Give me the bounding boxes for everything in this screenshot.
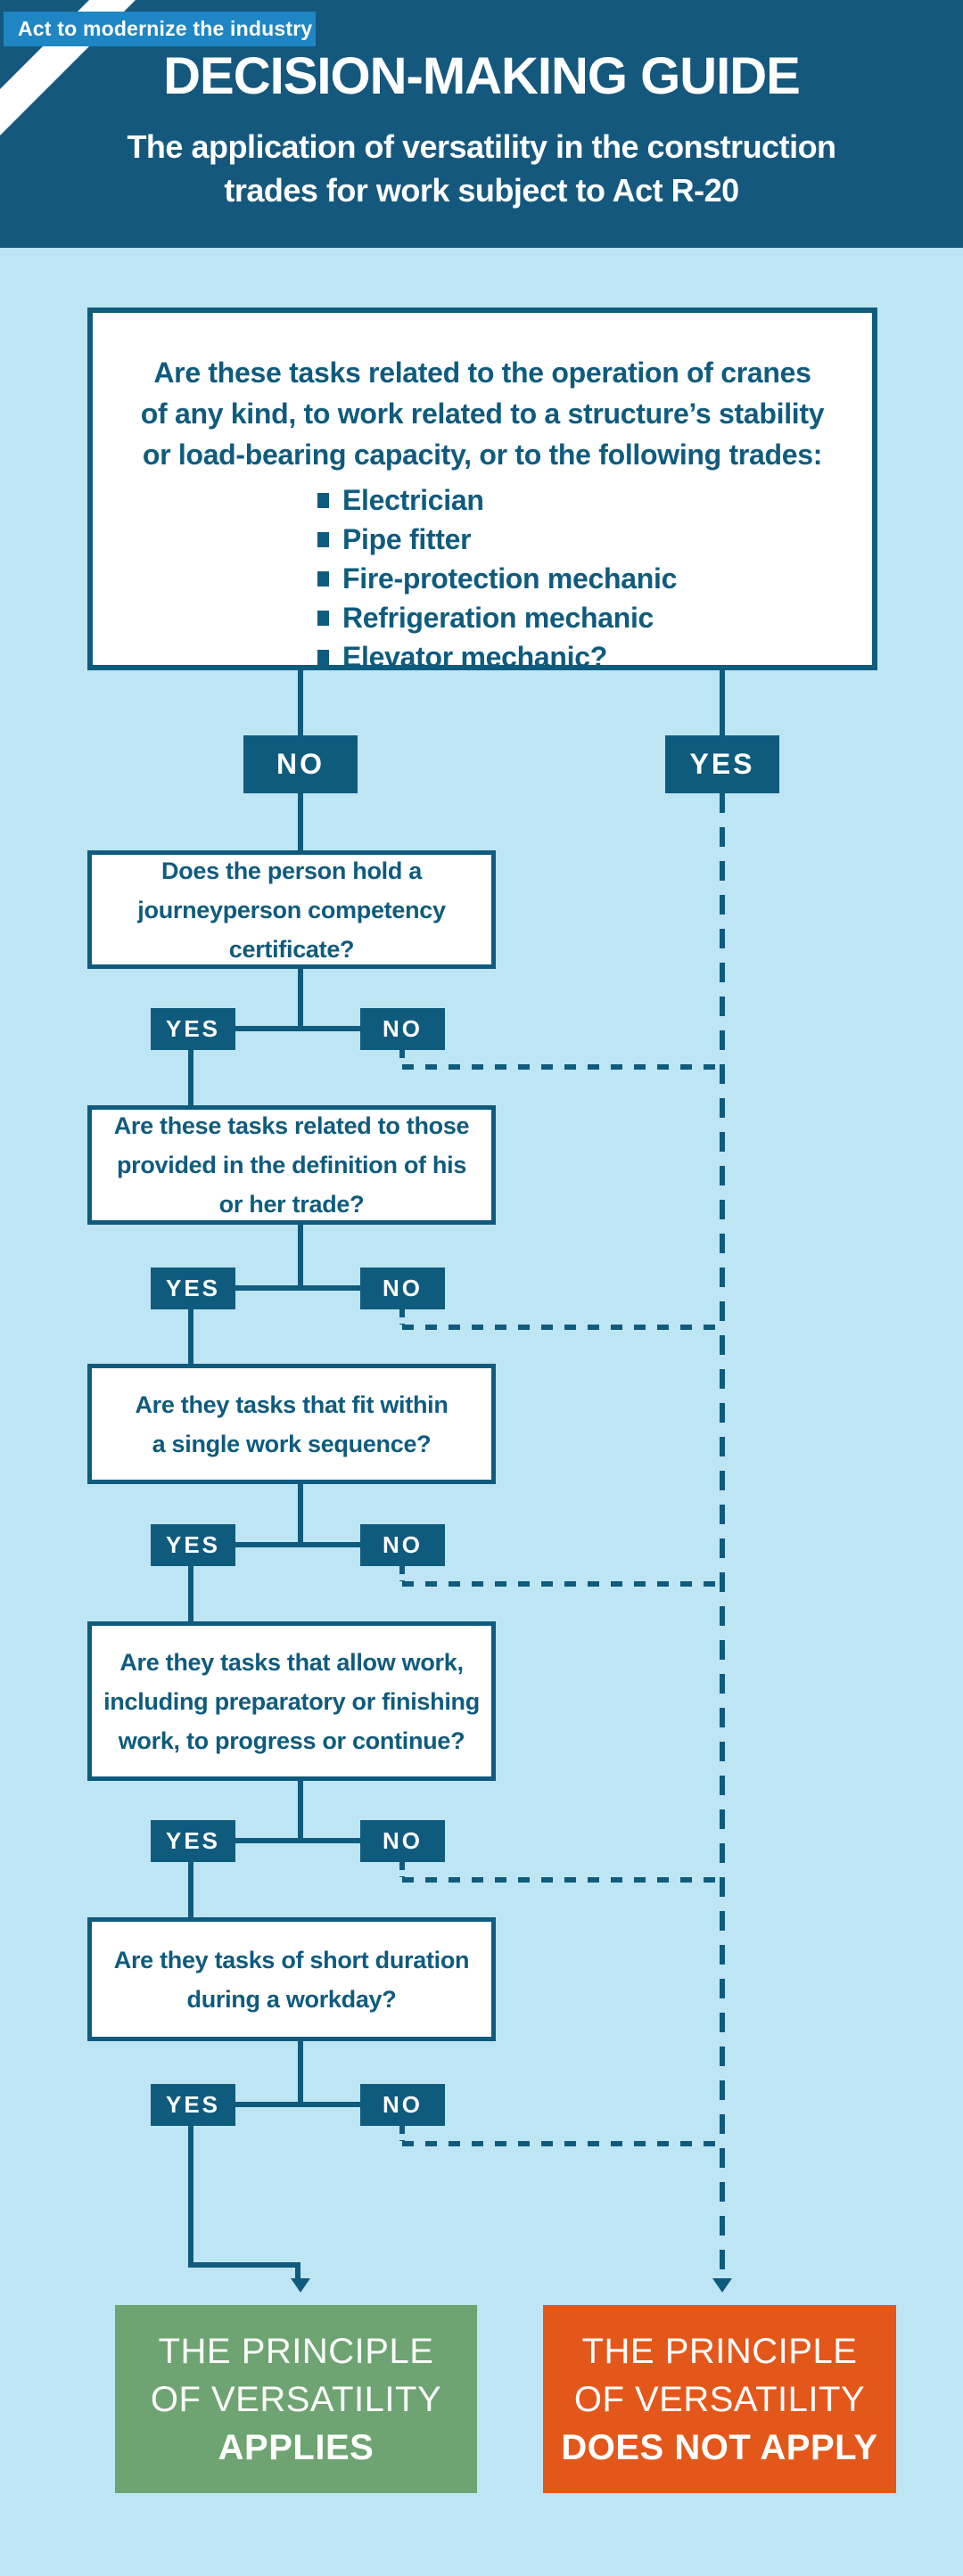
yes-tag-1: YES <box>151 1008 235 1050</box>
outcome-not-apply-lead: THE PRINCIPLE OF VERSATILITY <box>573 2331 866 2419</box>
header-banner: Act to modernize the industry DECISION-M… <box>0 0 963 248</box>
connector-line <box>188 2262 300 2268</box>
dashed-stub <box>399 2126 405 2141</box>
no-tag-4: NO <box>360 1820 445 1862</box>
outcome-not-apply-emphasis: DOES NOT APPLY <box>561 2427 878 2467</box>
no-tag-3: NO <box>360 1524 445 1566</box>
page-subtitle: The application of versatility in the co… <box>127 128 836 209</box>
connector-line <box>188 2126 193 2268</box>
no-tag-1: NO <box>360 1008 445 1050</box>
dashed-stub <box>399 1862 405 1877</box>
arrow-down-icon <box>712 2278 732 2293</box>
question-box-2: Are these tasks related to those provide… <box>87 1105 496 1225</box>
connector-line <box>188 1050 193 1105</box>
yes-tag-4: YES <box>151 1820 235 1862</box>
bullet-label: Refrigeration mechanic <box>342 601 654 634</box>
connector-line <box>235 1542 360 1547</box>
question-box-5: Are they tasks of short duration during … <box>87 1917 496 2041</box>
dashed-line <box>402 1877 720 1883</box>
question-box-1: Does the person hold a journeyperson com… <box>87 850 496 969</box>
outcome-not-apply-box: THE PRINCIPLE OF VERSATILITY DOES NOT AP… <box>543 2305 896 2493</box>
square-bullet-icon <box>317 492 329 508</box>
outcome-applies-lead: THE PRINCIPLE OF VERSATILITY <box>150 2331 442 2419</box>
dashed-stub <box>399 1050 405 1064</box>
arrow-down-icon <box>291 2278 310 2293</box>
connector-line <box>298 2041 303 2107</box>
connector-line <box>720 670 725 735</box>
dashed-line <box>402 1325 720 1330</box>
list-item: Electrician <box>317 480 677 520</box>
root-no-tag: NO <box>243 735 358 793</box>
bullet-label: Pipe fitter <box>342 522 472 555</box>
connector-line <box>235 1285 360 1291</box>
connector-line <box>188 1566 193 1621</box>
list-item: Refrigeration mechanic <box>317 598 677 637</box>
yes-tag-3: YES <box>151 1524 235 1566</box>
act-badge: Act to modernize the industry <box>4 12 316 46</box>
connector-line <box>298 670 303 735</box>
connector-line <box>235 2102 360 2107</box>
root-yes-tag: YES <box>665 735 779 793</box>
list-item: Elevator mechanic? <box>317 637 677 677</box>
connector-line <box>188 1309 193 1364</box>
dashed-line <box>402 2141 720 2146</box>
bullet-label: Fire-protection mechanic <box>342 562 678 595</box>
dashed-line <box>402 1581 720 1587</box>
yes-tag-5: YES <box>151 2084 235 2126</box>
connector-line <box>298 1781 303 1843</box>
question-box-4: Are they tasks that allow work, includin… <box>87 1621 496 1781</box>
no-tag-5: NO <box>360 2084 445 2126</box>
connector-line <box>298 793 303 850</box>
connector-line <box>235 1838 360 1843</box>
square-bullet-icon <box>317 570 329 587</box>
dashed-line <box>402 1064 720 1070</box>
trade-bullet-list: Electrician Pipe fitter Fire-protection … <box>317 480 677 677</box>
square-bullet-icon <box>317 531 329 547</box>
square-bullet-icon <box>317 649 329 665</box>
dashed-stub <box>399 1566 405 1581</box>
connector-line <box>298 1484 303 1547</box>
connector-line <box>235 1026 360 1031</box>
dashed-stub <box>399 1309 405 1325</box>
outcome-applies-emphasis: APPLIES <box>218 2427 374 2467</box>
root-question-box: Are these tasks related to the operation… <box>87 308 877 673</box>
outcome-applies-box: THE PRINCIPLE OF VERSATILITY APPLIES <box>115 2305 477 2493</box>
yes-branch-dashed-line <box>720 793 725 2275</box>
connector-line <box>298 969 303 1031</box>
yes-tag-2: YES <box>151 1267 235 1309</box>
bullet-label: Electrician <box>342 483 484 516</box>
bullet-label: Elevator mechanic? <box>342 640 607 673</box>
connector-line <box>188 1862 193 1917</box>
question-box-3: Are they tasks that fit within a single … <box>87 1364 496 1484</box>
list-item: Pipe fitter <box>317 520 677 559</box>
page-title: DECISION-MAKING GUIDE <box>163 47 801 105</box>
list-item: Fire-protection mechanic <box>317 559 677 598</box>
square-bullet-icon <box>317 610 329 626</box>
no-tag-2: NO <box>360 1267 445 1309</box>
connector-line <box>295 2262 300 2280</box>
connector-line <box>298 1225 303 1291</box>
root-question-text: Are these tasks related to the operation… <box>140 357 825 471</box>
